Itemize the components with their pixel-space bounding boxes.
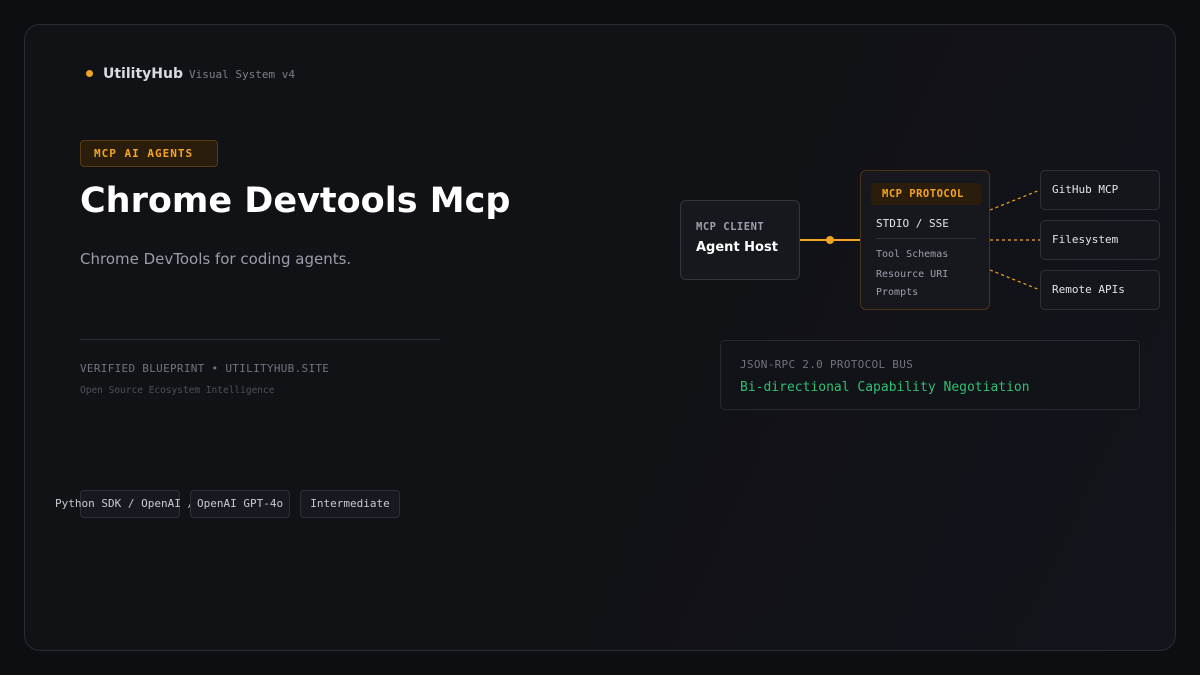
client-name: Agent Host <box>696 240 778 255</box>
bus-label: JSON-RPC 2.0 PROTOCOL BUS <box>740 358 914 371</box>
card-frame <box>24 24 1176 651</box>
protocol-transport: STDIO / SSE <box>876 217 949 230</box>
protocol-item: Tool Schemas <box>876 249 949 260</box>
brand-subtitle: Visual System v4 <box>188 68 295 81</box>
protocol-label: MCP PROTOCOL <box>871 183 981 205</box>
chip-sdk-label: Python SDK / OpenAI / <box>55 497 195 510</box>
mcp-client-node: MCP CLIENT Agent Host <box>680 200 800 280</box>
server-node-remote: Remote APIs <box>1040 270 1160 310</box>
server-node-filesystem: Filesystem <box>1040 220 1160 260</box>
server-node-github: GitHub MCP <box>1040 170 1160 210</box>
brand-name: UtilityHub <box>103 66 183 82</box>
page-title: Chrome Devtools Mcp <box>80 181 511 221</box>
brand: UtilityHub Visual System v4 <box>86 66 295 82</box>
protocol-separator <box>876 238 976 239</box>
brand-dot-icon <box>86 70 93 77</box>
divider <box>80 339 440 340</box>
category-tag: MCP AI AGENTS <box>80 140 218 167</box>
bus-text: Bi-directional Capability Negotiation <box>740 380 1030 395</box>
page-subtitle: Chrome DevTools for coding agents. <box>80 250 352 268</box>
protocol-item: Resource URI <box>876 269 949 280</box>
verified-text: VERIFIED BLUEPRINT • UTILITYHUB.SITE <box>80 362 330 375</box>
chip-model: OpenAI GPT-4o <box>190 490 290 518</box>
chip-level: Intermediate <box>300 490 400 518</box>
client-label: MCP CLIENT <box>696 221 765 233</box>
protocol-item: Prompts <box>876 287 919 298</box>
chip-sdk: Python SDK / OpenAI / <box>55 490 194 518</box>
protocol-bus: JSON-RPC 2.0 PROTOCOL BUS Bi-directional… <box>720 340 1140 410</box>
mcp-protocol-node: MCP PROTOCOL STDIO / SSE Tool Schemas Re… <box>860 170 990 310</box>
ecosystem-text: Open Source Ecosystem Intelligence <box>80 385 275 396</box>
